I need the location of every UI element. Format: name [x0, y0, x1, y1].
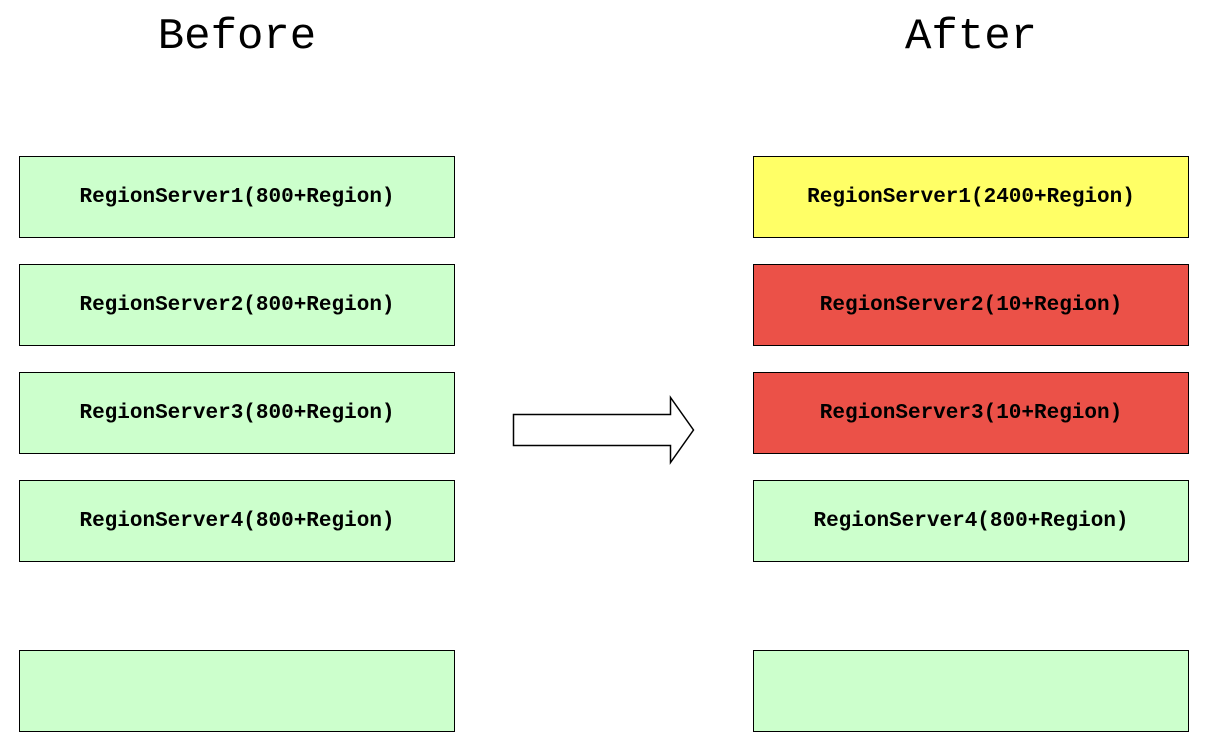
after-regionserver-4: RegionServer4(800+Region) [753, 480, 1189, 562]
right-arrow-icon [512, 395, 695, 465]
after-regionserver-2: RegionServer2(10+Region) [753, 264, 1189, 346]
after-title: After [904, 12, 1038, 62]
before-regionserver-5 [19, 650, 455, 732]
before-regionserver-3: RegionServer3(800+Region) [19, 372, 455, 454]
after-regionserver-1: RegionServer1(2400+Region) [753, 156, 1189, 238]
after-regionserver-3: RegionServer3(10+Region) [753, 372, 1189, 454]
before-regionserver-2: RegionServer2(800+Region) [19, 264, 455, 346]
before-title: Before [157, 12, 317, 62]
before-regionserver-1: RegionServer1(800+Region) [19, 156, 455, 238]
after-regionserver-5 [753, 650, 1189, 732]
arrow-shape [512, 395, 695, 465]
before-regionserver-4: RegionServer4(800+Region) [19, 480, 455, 562]
